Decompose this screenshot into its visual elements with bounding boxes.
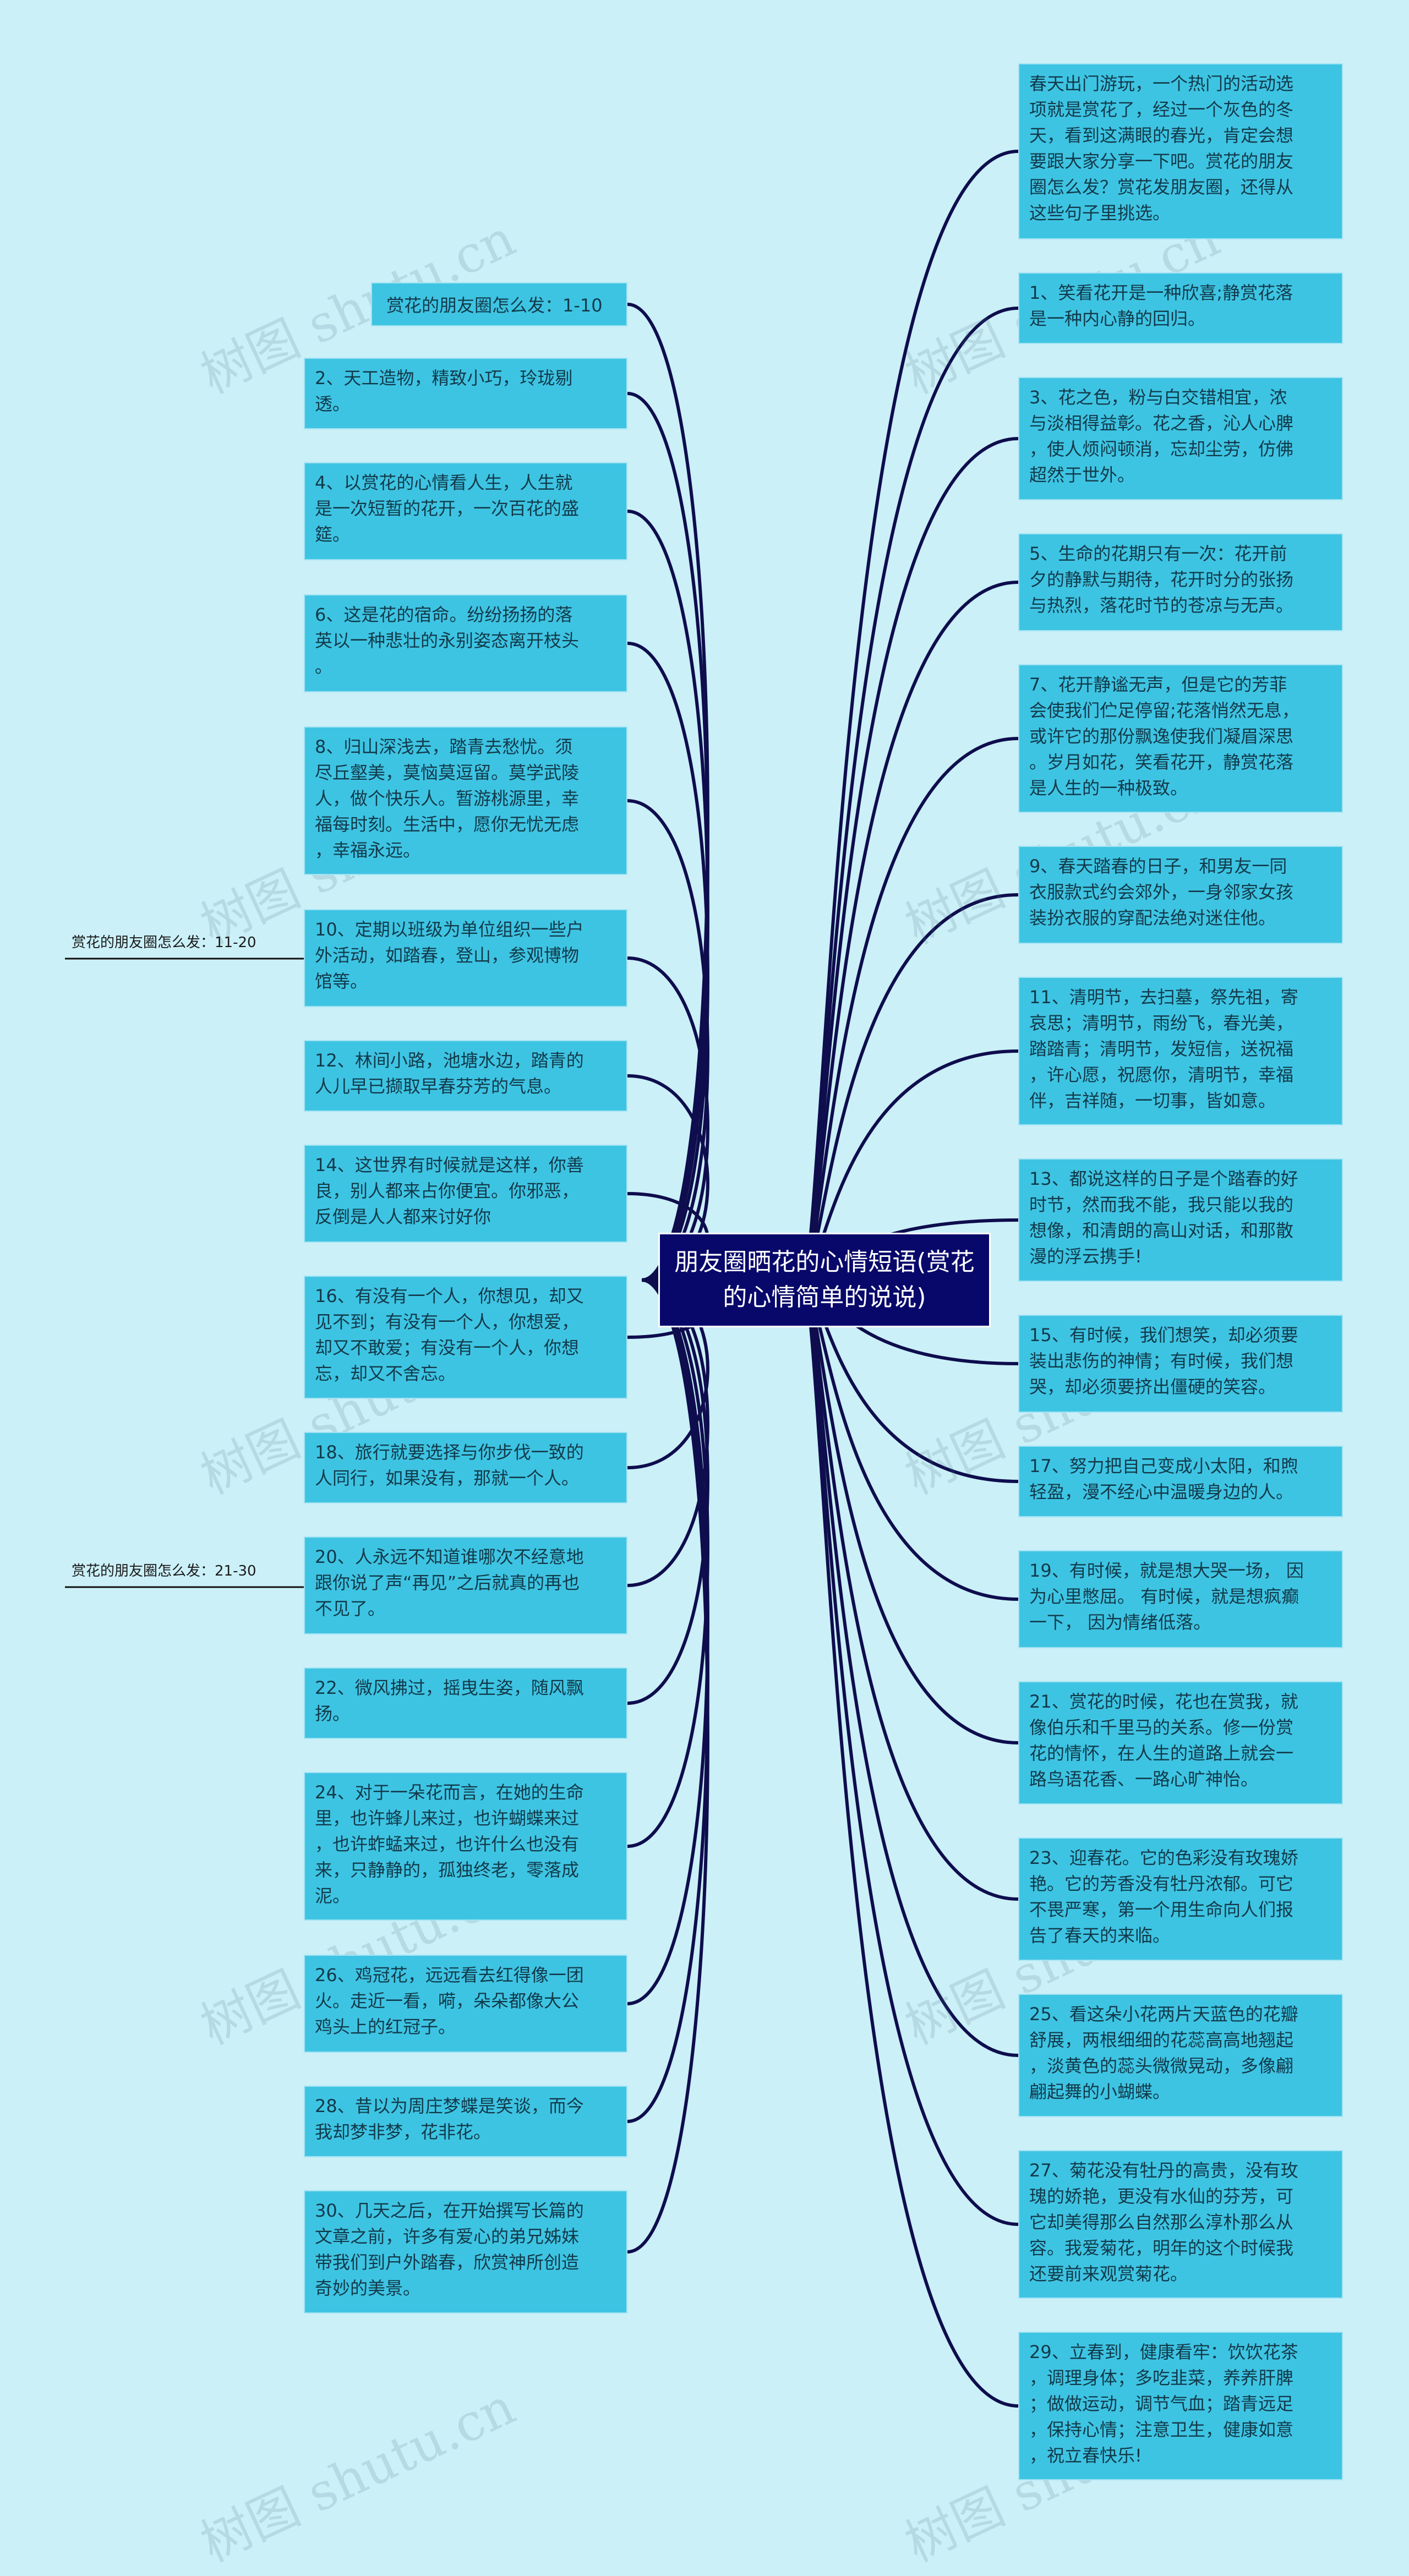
left-node-13[interactable]: 26、鸡冠花，远远看去红得像一团 火。走近一看，嗬，朵朵都像大公 鸡头上的红冠子… (304, 1955, 627, 2053)
right-node-5[interactable]: 9、春天踏春的日子，和男友一同 衣服款式约会郊外，一身邻家女孩 装扮衣服的穿配法… (1018, 846, 1343, 944)
left-node-1[interactable]: 2、天工造物，精致小巧，玲珑剔 透。 (304, 358, 627, 429)
right-node-6[interactable]: 11、清明节，去扫墓，祭先祖，寄 哀思；清明节，雨纷飞，春光美， 踏踏青；清明节… (1018, 977, 1343, 1125)
left-node-2[interactable]: 4、以赏花的心情看人生，人生就 是一次短暂的花开，一次百花的盛 筵。 (304, 462, 627, 560)
left-node-11[interactable]: 22、微风拂过，摇曳生姿，随风飘 扬。 (304, 1667, 627, 1739)
right-node-12[interactable]: 23、迎春花。它的色彩没有玫瑰娇 艳。它的芳香没有牡丹浓郁。可它 不畏严寒，第一… (1018, 1837, 1343, 1961)
side-label-21-30[interactable]: 赏花的朋友圈怎么发：21-30 (72, 1563, 256, 1579)
left-link-15 (627, 1278, 709, 2254)
right-node-8[interactable]: 15、有时候，我们想笑，却必须要 装出悲伤的神情；有时候，我们想 哭，却必须要挤… (1018, 1315, 1343, 1413)
side-label-11-20[interactable]: 赏花的朋友圈怎么发：11-20 (72, 934, 256, 951)
left-node-15[interactable]: 30、几天之后，在开始撰写长篇的 文章之前，许多有爱心的弟兄姊妹 带我们到户外踏… (304, 2190, 627, 2314)
left-node-8[interactable]: 16、有没有一个人，你想见，却又 见不到；有没有一个人，你想爱， 却又不敢爱；有… (304, 1276, 627, 1399)
right-link-3 (801, 581, 1019, 1282)
right-node-7[interactable]: 13、都说这样的日子是个踏春的好 时节，然而我不能，我只能以我的 想像，和清朗的… (1018, 1158, 1343, 1282)
right-node-14[interactable]: 27、菊花没有牡丹的高贵，没有玫 瑰的娇艳，更没有水仙的芬芳，可 它却美得那么自… (1018, 2150, 1343, 2299)
right-link-14 (801, 1278, 1019, 2226)
right-node-11[interactable]: 21、赏花的时候，花也在赏我，就 像伯乐和千里马的关系。修一份赏 花的情怀，在人… (1018, 1681, 1343, 1804)
right-node-13[interactable]: 25、看这朵小花两片天蓝色的花瓣 舒展，两根细细的花蕊高高地翘起 ，淡黄色的蕊头… (1018, 1994, 1343, 2117)
left-node-3[interactable]: 6、这是花的宿命。纷纷扬扬的落 英以一种悲壮的永别姿态离开枝头 。 (304, 594, 627, 692)
left-node-14[interactable]: 28、昔以为周庄梦蝶是笑谈，而今 我却梦非梦，花非花。 (304, 2086, 627, 2157)
right-link-1 (801, 307, 1019, 1282)
right-node-10[interactable]: 19、有时候，就是想大哭一场， 因 为心里憋屈。 有时候，就是想疯癫 一下， 因… (1018, 1550, 1343, 1648)
right-node-1[interactable]: 1、笑看花开是一种欣喜;静赏花落 是一种内心静的回归。 (1018, 272, 1343, 344)
left-node-9[interactable]: 18、旅行就要选择与你步伐一致的 人同行，如果没有，那就一个人。 (304, 1432, 627, 1503)
right-link-15 (801, 1278, 1019, 2408)
right-node-2[interactable]: 3、花之色，粉与白交错相宜，浓 与淡相得益彰。花之香，沁人心脾 ，使人烦闷顿消，… (1018, 377, 1343, 500)
left-node-7[interactable]: 14、这世界有时候就是这样，你善 良，别人都来占你便宜。你邪恶， 反倒是人人都来… (304, 1145, 627, 1243)
right-node-3[interactable]: 5、生命的花期只有一次：花开前 夕的静默与期待，花开时分的张扬 与热烈，落花时节… (1018, 533, 1343, 631)
right-node-9[interactable]: 17、努力把自己变成小太阳，和煦 轻盈，漫不经心中温暖身边的人。 (1018, 1446, 1343, 1517)
left-node-6[interactable]: 12、林间小路，池塘水边，踏青的 人儿早已撷取早春芬芳的气息。 (304, 1040, 627, 1112)
left-node-12[interactable]: 24、对于一朵花而言，在她的生命 里，也许蜂儿来过，也许蝴蝶来过 ，也许蚱蜢来过… (304, 1772, 627, 1921)
left-link-2 (627, 510, 709, 1282)
left-node-4[interactable]: 8、归山深浅去，踏青去愁忧。须 尽丘壑美，莫恼莫逗留。莫学武陵 人，做个快乐人。… (304, 726, 627, 875)
right-node-0[interactable]: 春天出门游玩，一个热门的活动选 项就是赏花了，经过一个灰色的冬 天，看到这满眼的… (1018, 63, 1343, 239)
root-topic[interactable]: 朋友圈晒花的心情短语(赏花的心情简单的说说) (658, 1233, 991, 1327)
left-node-0[interactable]: 赏花的朋友圈怎么发：1-10 (371, 282, 627, 326)
right-node-15[interactable]: 29、立春到，健康看牢：饮饮花茶 ，调理身体；多吃韭菜，养养肝脾 ；做做运动，调… (1018, 2332, 1343, 2480)
left-link-11 (627, 1278, 709, 1705)
left-node-10[interactable]: 20、人永远不知道谁哪次不经意地 跟你说了声“再见”之后就真的再也 不见了。 (304, 1536, 627, 1634)
right-node-4[interactable]: 7、花开静谧无声，但是它的芳菲 会使我们伫足停留;花落悄然无息， 或许它的那份飘… (1018, 664, 1343, 813)
left-node-5[interactable]: 10、定期以班级为单位组织一些户 外活动，如踏春，登山，参观博物 馆等。 (304, 909, 627, 1007)
